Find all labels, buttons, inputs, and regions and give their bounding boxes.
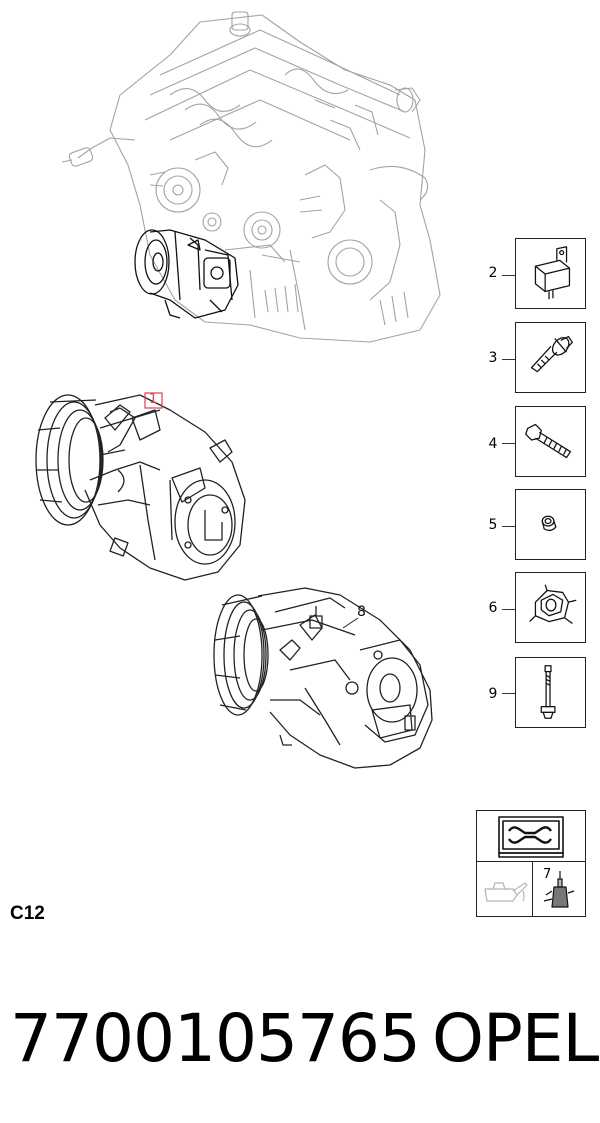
callout-1-label[interactable]: 1 [149,392,158,407]
part-3-leader [502,359,515,360]
part-6-leader [502,609,515,610]
part-5-number[interactable]: 5 [488,517,498,533]
brand-name: OPEL [432,1000,599,1077]
oil-can-icon [484,882,528,902]
part-4-number[interactable]: 4 [488,436,498,452]
part-3-number[interactable]: 3 [488,350,498,366]
callout-1-marker[interactable] [144,392,163,409]
hex-bolt-icon [525,423,572,459]
legend-sealant-number[interactable]: 7 [543,867,552,882]
engine-compressor-highlight [134,229,239,319]
compressor-1-illustration [35,394,246,581]
part-number: 7700105765 [10,1000,421,1077]
part-3-box[interactable] [515,322,586,393]
part-5-box[interactable] [515,489,586,560]
part-9-number[interactable]: 9 [488,686,498,702]
exploded-view-drawing [35,11,441,769]
part-5-leader [502,526,515,527]
legend-box: 7 [476,810,586,917]
legend-tool-cell [477,811,585,862]
wrench-manual-icon [498,816,564,858]
long-stud-bolt-icon [540,665,556,719]
legend-oil-cell [477,861,533,916]
part-2-box[interactable] [515,238,586,309]
part-9-leader [502,693,515,694]
compressor-8-illustration [213,587,433,769]
part-4-box[interactable] [515,406,586,477]
part-4-leader [502,443,515,444]
part-2-number[interactable]: 2 [488,265,498,281]
callout-8-leader [342,617,359,629]
flange-bolt-icon [530,335,573,373]
callout-8-label[interactable]: 8 [357,604,366,620]
section-code-label: C12 [10,903,45,924]
sleeve-icon [541,515,557,532]
part-6-number[interactable]: 6 [488,600,498,616]
spacer-clip-icon [529,584,577,625]
part-6-box[interactable] [515,572,586,643]
sealant-bottle-icon [543,871,575,908]
legend-sealant-cell: 7 [532,861,585,916]
part-2-leader [502,275,515,276]
engine-block-illustration [61,11,441,343]
relay-bracket-icon [534,246,571,300]
part-9-box[interactable] [515,657,586,728]
